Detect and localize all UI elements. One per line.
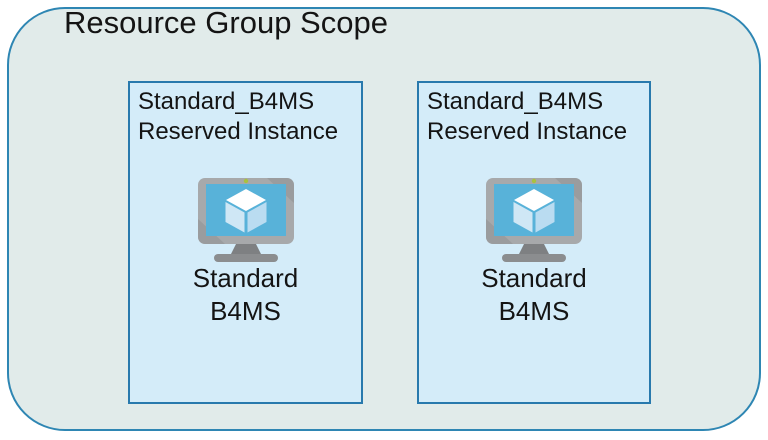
reserved-instance-sku: Standard_B4MS bbox=[138, 88, 315, 115]
reserved-instance-box-2: Standard_B4MS Reserved Instance bbox=[417, 81, 651, 404]
monitor-stand-neck bbox=[519, 244, 549, 254]
vm-size-line2: B4MS bbox=[498, 296, 570, 326]
reserved-instance-type: Reserved Instance bbox=[427, 118, 628, 145]
resource-group-scope-container: Resource Group Scope Standard_B4MS Reser… bbox=[7, 5, 761, 431]
reserved-instance-box-1: Standard_B4MS Reserved Instance bbox=[128, 81, 363, 404]
reserved-instance-sku: Standard_B4MS bbox=[427, 88, 604, 115]
resource-group-scope-title: Resource Group Scope bbox=[64, 5, 388, 40]
reserved-instance-header: Standard_B4MS Reserved Instance bbox=[419, 83, 649, 147]
monitor-stand-neck bbox=[230, 244, 261, 254]
monitor-stand-base bbox=[213, 254, 278, 262]
vm-size-line1: Standard bbox=[192, 263, 299, 293]
vm-size-label: Standard B4MS bbox=[419, 262, 649, 328]
azure-vm-icon bbox=[485, 177, 583, 265]
cube-glyph bbox=[513, 189, 555, 233]
vm-size-label: Standard B4MS bbox=[130, 262, 361, 328]
power-led bbox=[243, 178, 248, 184]
cube-glyph bbox=[225, 189, 266, 233]
power-led bbox=[531, 178, 537, 184]
vm-size-line1: Standard bbox=[481, 263, 587, 293]
monitor-stand-base bbox=[502, 254, 566, 262]
reserved-instance-header: Standard_B4MS Reserved Instance bbox=[130, 83, 361, 147]
azure-vm-icon bbox=[197, 177, 295, 265]
vm-size-line2: B4MS bbox=[210, 296, 281, 326]
reserved-instance-type: Reserved Instance bbox=[138, 118, 339, 145]
